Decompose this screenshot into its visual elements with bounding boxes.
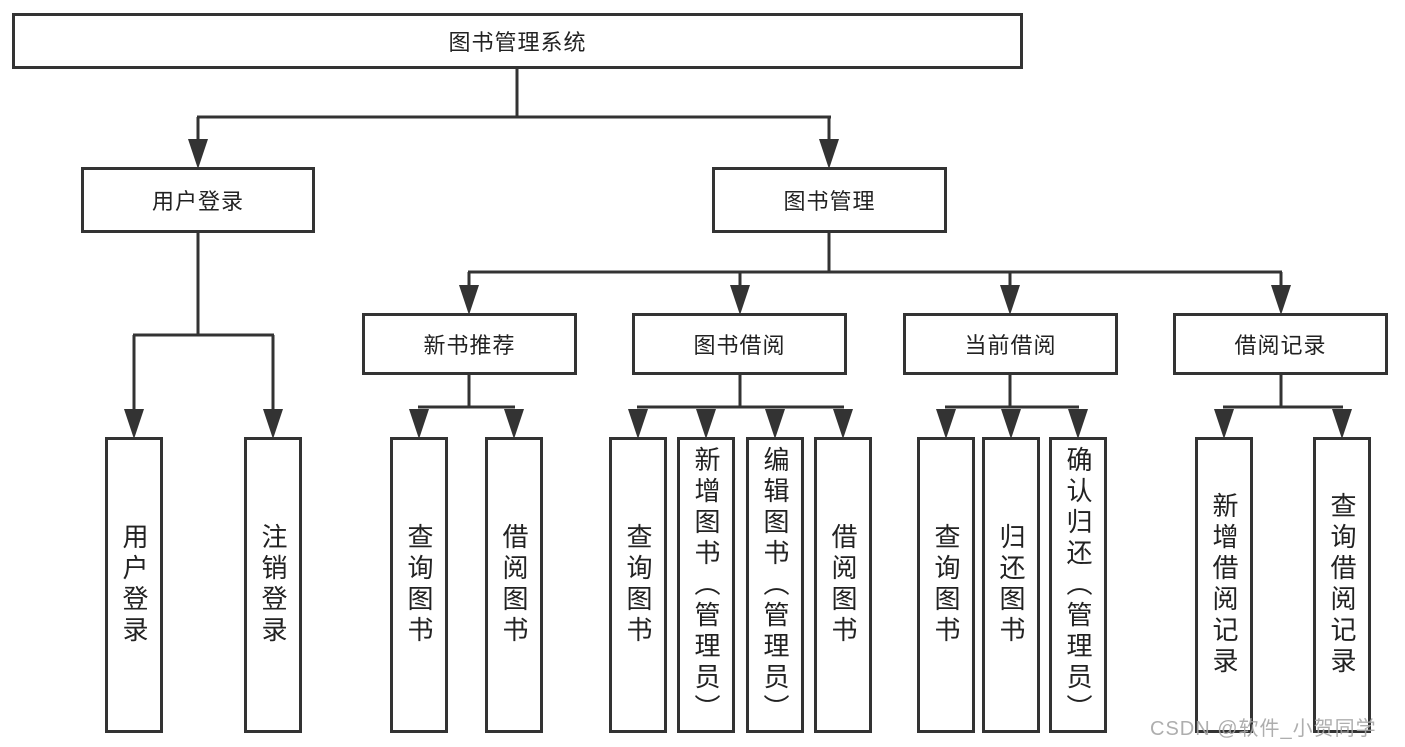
leaf-user-login: 用户登录 — [105, 437, 163, 733]
node-new-book-recommend: 新书推荐 — [362, 313, 577, 375]
node-borrowing-records: 借阅记录 — [1173, 313, 1388, 375]
node-current-borrowing: 当前借阅 — [903, 313, 1118, 375]
connector-edges — [132, 69, 1343, 412]
leaf-records-query-record: 查询借阅记录 — [1313, 437, 1371, 733]
node-book-borrowing: 图书借阅 — [632, 313, 847, 375]
leaf-borrowing-borrow-books: 借阅图书 — [814, 437, 872, 733]
leaf-current-confirm-return-admin: 确认归还（管理员） — [1049, 437, 1107, 733]
node-library-system: 图书管理系统 — [12, 13, 1023, 69]
watermark-text: CSDN @软件_小贺同学 — [1150, 718, 1377, 740]
leaf-current-query-books: 查询图书 — [917, 437, 975, 733]
node-book-management: 图书管理 — [712, 167, 947, 233]
leaf-logout: 注销登录 — [244, 437, 302, 733]
leaf-newbook-borrow-books: 借阅图书 — [485, 437, 543, 733]
leaf-borrowing-add-books-admin: 新增图书（管理员） — [677, 437, 735, 733]
leaf-borrowing-edit-books-admin: 编辑图书（管理员） — [746, 437, 804, 733]
leaf-current-return-books: 归还图书 — [982, 437, 1040, 733]
node-user-login: 用户登录 — [81, 167, 315, 233]
leaf-newbook-query-books: 查询图书 — [390, 437, 448, 733]
leaf-records-add-record: 新增借阅记录 — [1195, 437, 1253, 733]
leaf-borrowing-query-books: 查询图书 — [609, 437, 667, 733]
